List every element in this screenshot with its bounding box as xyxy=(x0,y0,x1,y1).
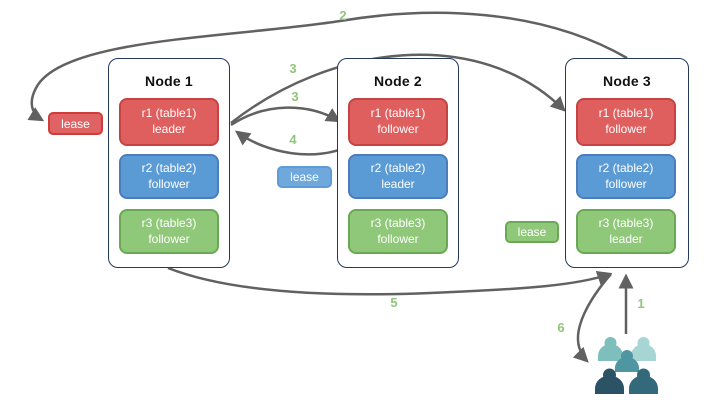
node-1-title: Node 1 xyxy=(145,73,193,89)
replica-role: follower xyxy=(148,231,190,246)
node-2-title: Node 2 xyxy=(374,73,422,89)
step-label-1: 1 xyxy=(637,296,645,311)
replica-role: follower xyxy=(605,176,647,191)
replica-name: r2 (table2) xyxy=(370,160,426,175)
replica-role: follower xyxy=(377,122,419,136)
arrow-step-3-to-node3 xyxy=(230,53,566,124)
node3-replica-r1: r1 (table1) follower xyxy=(576,98,676,146)
step-label-4: 4 xyxy=(289,132,297,147)
replica-role: leader xyxy=(381,176,415,191)
replica-role: follower xyxy=(377,231,419,246)
node2-replica-r1: r1 (table1) follower xyxy=(348,98,448,146)
users-group-icon xyxy=(595,337,658,394)
replica-role: leader xyxy=(152,122,186,136)
replica-name: r1 (table1) xyxy=(598,106,654,121)
node2-replica-r3: r3 (table3) follower xyxy=(348,209,448,254)
arrow-step-3-to-node2 xyxy=(230,106,342,127)
node-2-box: Node 2 r1 (table1) follower r2 (table2) … xyxy=(337,58,459,268)
step-label-6: 6 xyxy=(557,320,565,335)
lease-label: lease xyxy=(61,116,90,131)
replica-role: follower xyxy=(148,176,190,191)
lease-chip-blue: lease xyxy=(277,166,332,188)
replica-role: follower xyxy=(605,122,647,136)
replica-name: r1 (table1) xyxy=(141,106,197,121)
node3-replica-r2: r2 (table2) follower xyxy=(576,154,676,199)
node1-replica-r2: r2 (table2) follower xyxy=(119,154,219,199)
node-3-box: Node 3 r1 (table1) follower r2 (table2) … xyxy=(565,58,689,268)
lease-chip-green: lease xyxy=(505,221,559,243)
lease-label: lease xyxy=(517,225,547,239)
step-label-3a: 3 xyxy=(289,61,297,76)
node2-replica-r2: r2 (table2) leader xyxy=(348,154,448,199)
arrow-step-6 xyxy=(572,273,612,363)
replica-name: r3 (table3) xyxy=(141,215,197,230)
step-label-3b: 3 xyxy=(291,89,299,104)
replica-name: r1 (table1) xyxy=(370,106,426,121)
step-label-5: 5 xyxy=(390,295,398,310)
arrow-step-2 xyxy=(27,11,628,122)
replica-name: r2 (table2) xyxy=(598,160,654,175)
node3-replica-r3: r3 (table3) leader xyxy=(576,209,676,254)
node-3-title: Node 3 xyxy=(603,73,651,89)
node-1-box: Node 1 r1 (table1) leader r2 (table2) fo… xyxy=(108,58,230,268)
replica-role: leader xyxy=(609,231,643,246)
lease-chip-red: lease xyxy=(48,112,103,135)
step-label-2: 2 xyxy=(339,8,347,23)
lease-label: lease xyxy=(290,170,319,184)
replica-name: r3 (table3) xyxy=(370,215,426,230)
node1-replica-r1: r1 (table1) leader xyxy=(119,98,219,146)
node1-replica-r3: r3 (table3) follower xyxy=(119,209,219,254)
replica-name: r3 (table3) xyxy=(598,215,654,230)
arrow-step-5 xyxy=(167,266,613,296)
replica-name: r2 (table2) xyxy=(141,160,197,175)
